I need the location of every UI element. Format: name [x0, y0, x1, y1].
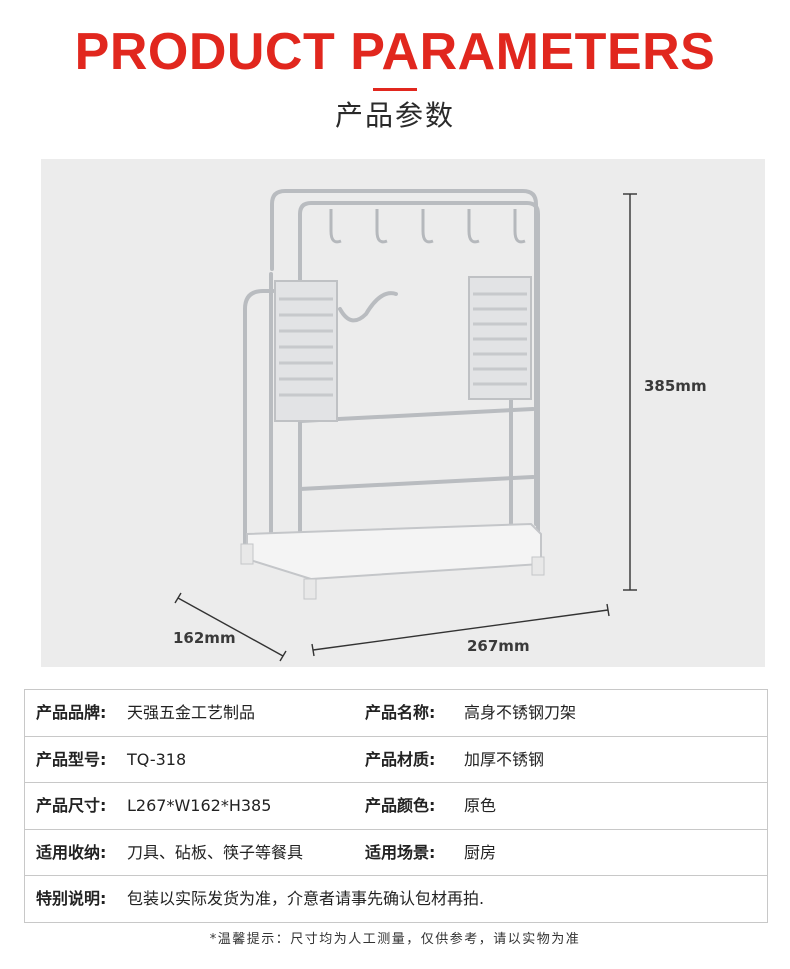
spec-value: 厨房 [464, 842, 497, 862]
spec-label: 适用场景: [365, 842, 436, 862]
height-dimension-line [623, 193, 637, 591]
width-dimension-label: 162mm [173, 629, 236, 647]
footer-disclaimer: *温馨提示：尺寸均为人工测量，仅供参考，请以实物为准 [209, 932, 581, 947]
title-accent-line [373, 88, 417, 91]
spec-label: 产品型号: [36, 749, 107, 769]
spec-row: 产品品牌: 天强五金工艺制品 产品名称: 高身不锈钢刀架 [25, 690, 767, 737]
spec-label: 产品颜色: [365, 796, 436, 816]
spec-label: 产品尺寸: [36, 796, 107, 816]
spec-value: 原色 [464, 796, 497, 816]
spec-row: 适用收纳: 刀具、砧板、筷子等餐具 适用场景: 厨房 [25, 830, 767, 877]
spec-label: 产品品牌: [36, 703, 107, 722]
spec-label: 产品名称: [365, 703, 436, 722]
product-rack-illustration [174, 189, 637, 662]
spec-table: 产品品牌: 天强五金工艺制品 产品名称: 高身不锈钢刀架 产品型号: TQ-31… [24, 689, 768, 923]
spec-value: 高身不锈钢刀架 [464, 703, 577, 722]
spec-label: 产品材质: [365, 749, 436, 769]
width-dimension-line [174, 592, 287, 662]
length-dimension-label: 267mm [467, 637, 530, 655]
spec-value: TQ-318 [127, 749, 187, 769]
spec-label: 适用收纳: [36, 842, 107, 862]
rack-frame [243, 189, 540, 573]
left-utensil-basket [274, 280, 338, 422]
special-note-label: 特别说明: [36, 889, 107, 909]
product-image-panel: 385mm 162mm 267mm [41, 159, 765, 667]
drip-tray [240, 522, 545, 600]
spec-value: 天强五金工艺制品 [127, 703, 256, 722]
page-title-en: PRODUCT PARAMETERS [74, 23, 716, 81]
special-note-value: 包装以实际发货为准，介意者请事先确认包材再拍. [127, 889, 485, 909]
spec-row: 产品型号: TQ-318 产品材质: 加厚不锈钢 [25, 737, 767, 784]
length-dimension-line [311, 603, 610, 657]
rack-hooks [329, 209, 526, 244]
page-title-cn: 产品参数 [334, 99, 455, 132]
spec-value: 加厚不锈钢 [464, 749, 545, 769]
spec-value: L267*W162*H385 [127, 796, 272, 816]
height-dimension-label: 385mm [644, 377, 707, 395]
spec-value: 刀具、砧板、筷子等餐具 [127, 842, 304, 862]
right-utensil-basket [468, 276, 532, 400]
spec-row-special-note: 特别说明: 包装以实际发货为准，介意者请事先确认包材再拍. [25, 876, 767, 922]
spec-row: 产品尺寸: L267*W162*H385 产品颜色: 原色 [25, 783, 767, 830]
